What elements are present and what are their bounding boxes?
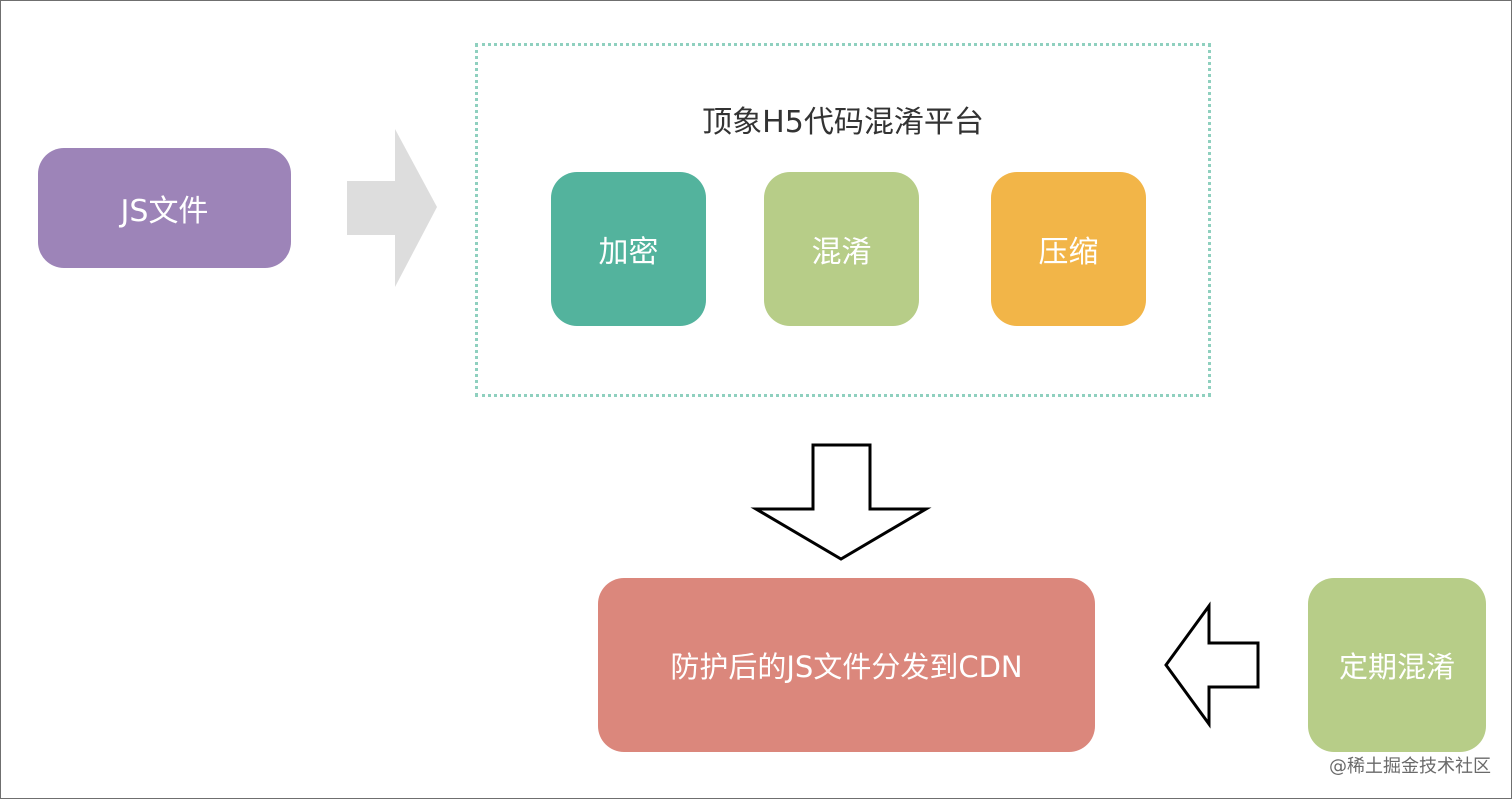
left-arrow-icon xyxy=(1164,601,1260,729)
platform-container xyxy=(475,43,1211,397)
obfuscate-label: 混淆 xyxy=(811,235,872,270)
encrypt-box: 加密 xyxy=(551,172,706,326)
compress-box: 压缩 xyxy=(991,172,1146,326)
periodic-obfuscation-label: 定期混淆 xyxy=(1338,650,1455,684)
platform-title: 顶象H5代码混淆平台 xyxy=(702,105,984,140)
js-file-box: JS文件 xyxy=(38,148,291,268)
compress-label: 压缩 xyxy=(1038,235,1099,270)
cdn-distribution-box: 防护后的JS文件分发到CDN xyxy=(598,578,1095,752)
encrypt-label: 加密 xyxy=(598,235,659,270)
watermark: @稀土掘金技术社区 xyxy=(1329,756,1491,777)
cdn-distribution-label: 防护后的JS文件分发到CDN xyxy=(670,650,1023,684)
down-arrow-icon xyxy=(750,443,932,561)
obfuscate-box: 混淆 xyxy=(764,172,919,326)
js-file-label: JS文件 xyxy=(120,194,209,229)
periodic-obfuscation-box: 定期混淆 xyxy=(1308,578,1486,752)
right-arrow-icon xyxy=(347,129,437,287)
